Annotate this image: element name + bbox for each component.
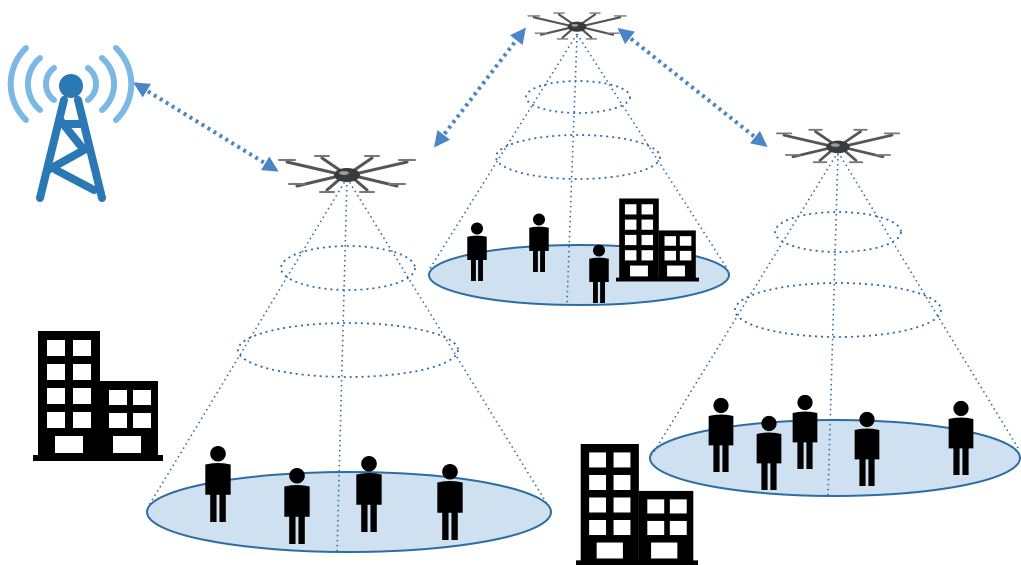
coverage-area <box>649 419 1021 497</box>
drone-icon <box>277 154 417 194</box>
building-icon <box>616 198 699 282</box>
signal-waves-icon <box>7 45 135 123</box>
link-uav-left-to-middle <box>434 27 526 148</box>
coverage-cone-left <box>146 177 552 554</box>
link-uav-middle-to-right <box>617 28 768 147</box>
coverage-cone-right <box>649 151 1021 497</box>
building-icon <box>33 331 163 461</box>
communication-links <box>133 27 768 172</box>
drone-icon <box>775 128 901 164</box>
link-tower-to-uav <box>133 82 279 172</box>
cell-tower-icon <box>7 45 135 202</box>
